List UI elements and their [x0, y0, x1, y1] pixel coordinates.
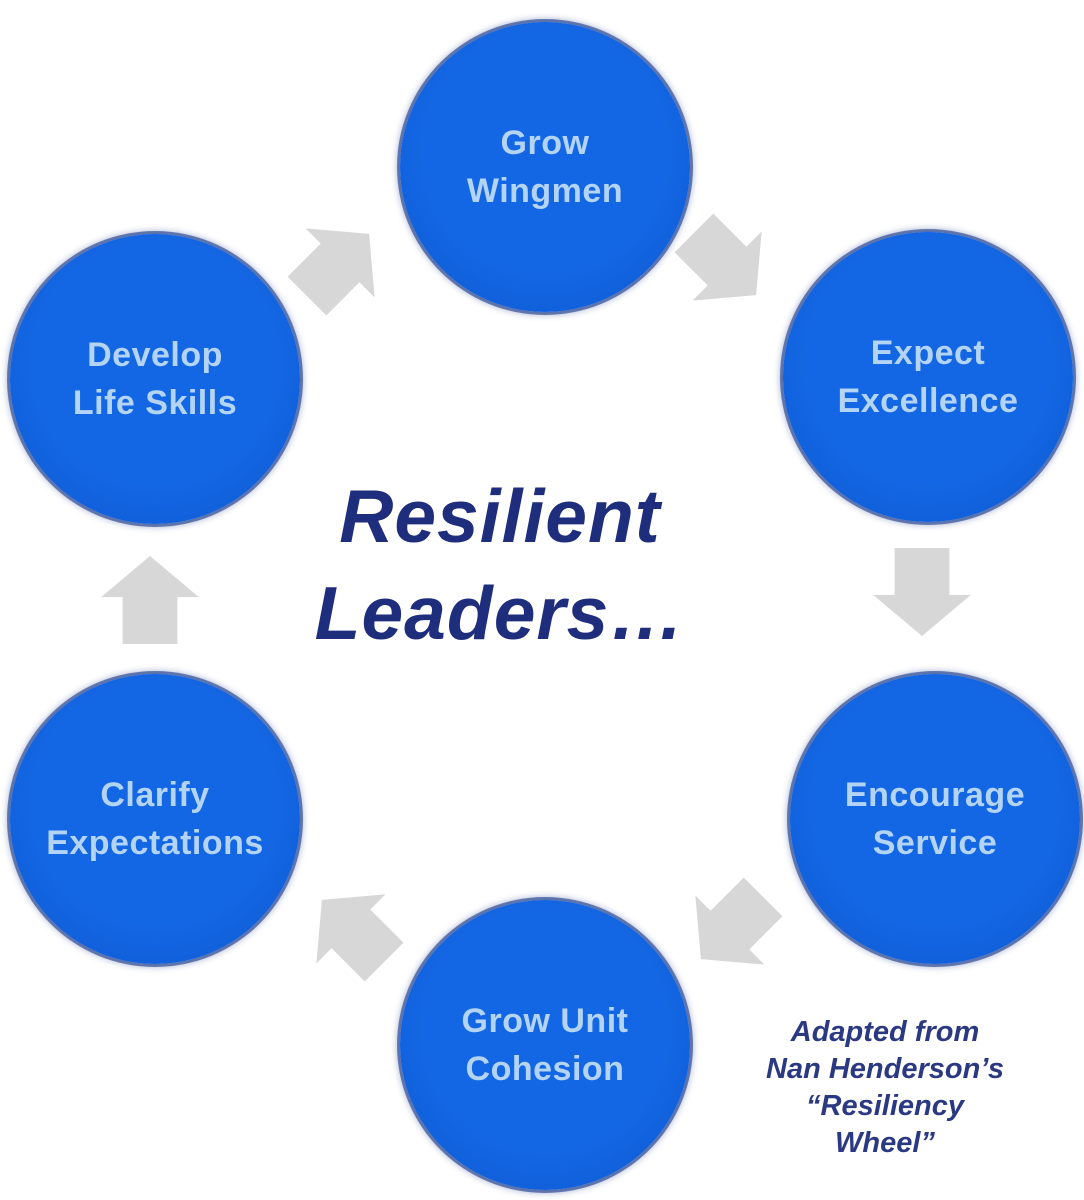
diagram-title: Resilient Leaders… [160, 468, 840, 662]
node-label-line: Encourage [844, 776, 1026, 814]
node-grow-unit-cohesion: Grow Unit Cohesion [400, 900, 690, 1190]
node-label-line: Life Skills [72, 384, 238, 422]
node-label-line: Excellence [837, 382, 1019, 420]
node-encourage-service: Encourage Service [790, 674, 1080, 964]
arrow-up-left-icon [287, 865, 419, 997]
node-grow-wingmen: Grow Wingmen [400, 22, 690, 312]
node-clarify-expectations: Clarify Expectations [10, 674, 300, 964]
arrow-down-right-icon [659, 198, 791, 330]
node-label-line: Grow Unit [461, 1002, 629, 1040]
node-label-line: Develop [87, 336, 223, 374]
node-label-line: Expect [870, 334, 986, 372]
attribution-text: Adapted from Nan Henderson’s “Resiliency… [700, 1014, 1070, 1162]
node-label-line: Cohesion [465, 1050, 625, 1088]
arrow-down-icon [873, 548, 971, 636]
node-label-line: Expectations [46, 824, 264, 862]
node-expect-excellence: Expect Excellence [783, 232, 1073, 522]
arrow-up-right-icon [272, 199, 404, 331]
arrow-up-icon [101, 556, 199, 644]
node-label-line: Wingmen [466, 172, 624, 210]
attribution-line1: Adapted from [790, 1016, 980, 1048]
node-label-line: Grow [500, 124, 590, 162]
diagram-title-line1: Resilient [339, 474, 661, 558]
attribution-line4: Wheel” [835, 1127, 935, 1159]
arrow-down-left-icon [666, 862, 798, 994]
diagram-title-line2: Leaders… [314, 571, 686, 655]
attribution-line3: “Resiliency [806, 1090, 964, 1122]
node-label-line: Clarify [100, 776, 210, 814]
node-label-line: Service [872, 824, 998, 862]
attribution-line2: Nan Henderson’s [766, 1053, 1004, 1085]
node-develop-life-skills: Develop Life Skills [10, 234, 300, 524]
